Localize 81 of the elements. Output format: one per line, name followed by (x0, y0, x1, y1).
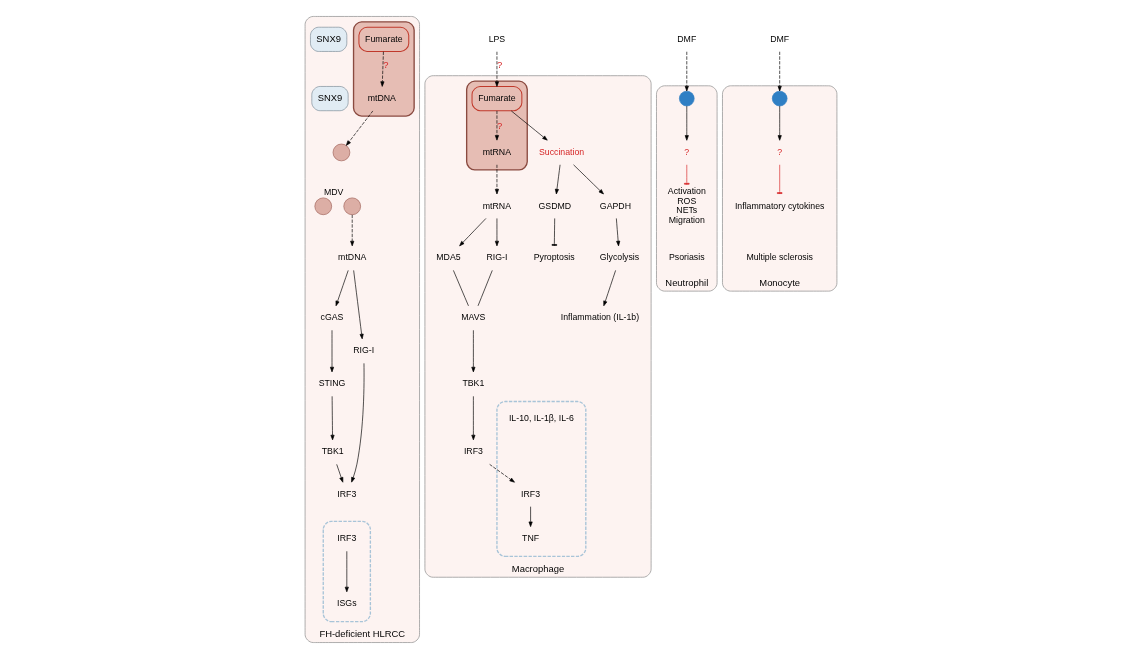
arrow (554, 164, 561, 195)
arrow (471, 395, 476, 441)
arrow (335, 270, 349, 307)
node-text: LPS (488, 33, 506, 44)
node-text: Succination (538, 146, 585, 157)
connector (453, 270, 469, 307)
node-text: IRF3 (337, 533, 357, 544)
arrow (494, 164, 499, 195)
label: Psoriasis (669, 252, 705, 263)
arrow (330, 395, 335, 441)
node-text: ISGs (337, 598, 357, 609)
arrow (684, 105, 689, 141)
node-text: TNF (522, 533, 540, 544)
node-circle (332, 143, 351, 162)
node-text: TBK1 (321, 446, 344, 457)
arrow (510, 110, 548, 141)
edge-label: ? (497, 58, 503, 70)
arrow (528, 506, 533, 527)
node-text: Inflammation (IL-1b) (560, 312, 640, 323)
arrow (489, 464, 515, 483)
node-text: RIG-I (486, 252, 508, 263)
label: IL-10, IL-1β, IL-6 (508, 413, 574, 424)
node-text: DMF (677, 33, 697, 44)
edge-label: ? (383, 58, 389, 70)
arrow (336, 464, 344, 483)
node-text: mtRNA (482, 146, 512, 157)
node-label: MDV (323, 187, 344, 198)
arrow (350, 214, 355, 247)
cluster (496, 400, 587, 558)
arrow (494, 51, 499, 87)
label: Multiple sclerosis (746, 252, 814, 263)
node-text: Inflammatory cytokines (734, 200, 825, 211)
node-text: mtDNA (338, 252, 367, 263)
connector (777, 164, 783, 195)
arrow (471, 329, 476, 373)
node-circle (679, 90, 695, 107)
node-circle (314, 197, 332, 216)
node-text: IRF3 (521, 488, 541, 499)
node-text: ? (684, 146, 690, 157)
arrow (344, 550, 349, 593)
arrow (351, 363, 365, 483)
arrow (616, 218, 621, 247)
arrow (603, 270, 616, 307)
arrow (380, 51, 385, 87)
arrow (353, 270, 364, 340)
arrow (684, 51, 689, 92)
node-circle (771, 90, 788, 107)
arrow (459, 218, 487, 247)
node-box: SNX9 (310, 26, 348, 52)
node-text: cGAS (320, 312, 344, 323)
edge-label: ? (497, 120, 503, 132)
node-text: MAVS (461, 312, 486, 323)
node-text: MDA5 (436, 252, 461, 263)
node-text: Activation ROS NETs Migration (667, 186, 706, 225)
connector (684, 164, 690, 186)
arrow (777, 51, 782, 92)
node-text: TBK1 (462, 378, 485, 389)
arrow (494, 110, 499, 141)
node-box: SNX9 (311, 86, 349, 112)
arrow (494, 218, 499, 247)
node-text: Glycolysis (599, 252, 640, 263)
arrow (573, 164, 604, 195)
node-circle (343, 197, 361, 216)
connector (551, 218, 558, 247)
node-text: IRF3 (337, 488, 357, 499)
node-text: ? (777, 146, 783, 157)
cluster (322, 520, 372, 623)
arrow (330, 329, 334, 373)
node-text: RIG-I (353, 345, 375, 356)
node-text: GSDMD (538, 200, 572, 211)
arrow (777, 105, 782, 141)
node-text: STING (318, 378, 346, 389)
node-text: DMF (770, 33, 790, 44)
node-text: mtRNA (482, 200, 512, 211)
node-box: Fumarate (358, 26, 410, 52)
node-text: IRF3 (463, 446, 483, 457)
node-text: GAPDH (599, 200, 631, 211)
node-text: Pyroptosis (533, 252, 575, 263)
node-box: Fumarate (471, 85, 523, 112)
cluster (352, 21, 415, 117)
node-text: mtDNA (367, 92, 396, 103)
